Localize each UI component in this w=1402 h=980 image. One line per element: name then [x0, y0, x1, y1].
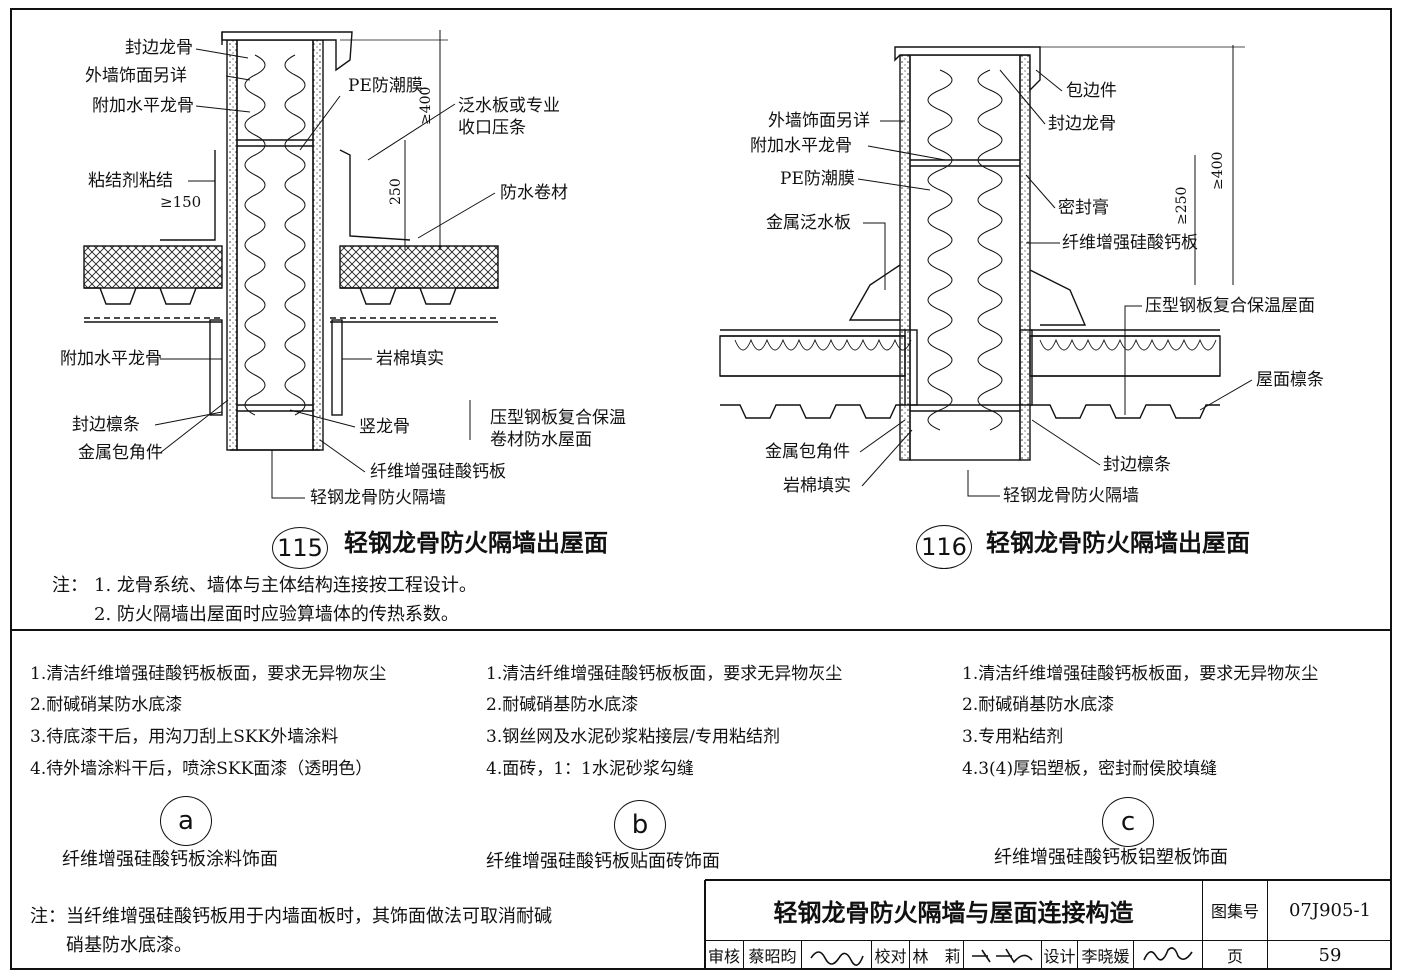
finish-b-step-3: 3.钢丝网及水泥砂浆粘接层/专用粘结剂	[486, 727, 780, 747]
label-116-metal-flashing: 金属泛水板	[766, 213, 851, 233]
finish-a-step-1: 1.清洁纤维增强硅酸钙板板面，要求无异物灰尘	[30, 664, 387, 684]
finish-a-step-2: 2.耐碱硝某防水底漆	[30, 695, 183, 715]
sheet-dividers	[10, 629, 1392, 970]
label-115-metal-corner: 金属包角件	[78, 443, 163, 463]
reviewer-name: 蔡昭昀	[743, 940, 801, 970]
reviewer-signature	[801, 940, 871, 970]
dimension-115-400: ≥400	[418, 86, 434, 125]
title-block: 轻钢龙骨防火隔墙与屋面连接构造 图集号 07J905-1 审核 蔡昭昀 校对 林…	[705, 880, 1392, 970]
label-116-facade: 外墙饰面另详	[768, 111, 870, 131]
label-115-pe-film: PE防潮膜	[348, 76, 423, 96]
detail-116-leaders	[857, 69, 1253, 497]
finish-b-step-1: 1.清洁纤维增强硅酸钙板板面，要求无异物灰尘	[486, 664, 843, 684]
dimension-116-400: ≥400	[1210, 151, 1226, 190]
finish-b-step-4: 4.面砖，1：1水泥砂浆勾缝	[486, 759, 694, 779]
designer-signature	[1133, 940, 1202, 970]
finish-c-step-3: 3.专用粘结剂	[962, 727, 1064, 747]
label-115-edge-keel: 封边龙骨	[125, 38, 193, 58]
finish-a-step-4: 4.待外墙涂料干后，喷涂SKK面漆（透明色）	[30, 759, 373, 779]
label-115-flashing-2: 收口压条	[458, 118, 526, 138]
check-label: 校对	[871, 940, 909, 970]
label-115-stud: 竖龙骨	[359, 417, 410, 437]
label-115-flashing: 泛水板或专业	[458, 96, 560, 116]
label-116-edge-purlin: 封边檩条	[1103, 455, 1171, 475]
label-115-adhesive: 粘结剂粘结	[88, 171, 173, 191]
label-116-sealant: 密封膏	[1058, 198, 1109, 218]
label-115-extra-keel-2: 附加水平龙骨	[60, 349, 162, 369]
title-block-rule	[705, 940, 1392, 941]
finish-a-letter: a	[160, 796, 212, 846]
finish-c-step-4: 4.3(4)厚铝塑板，密封耐侯胶填缝	[962, 759, 1218, 779]
label-115-edge-purlin: 封边檩条	[72, 415, 140, 435]
finish-b-step-2: 2.耐碱硝基防水底漆	[486, 695, 639, 715]
label-115-roof-2: 卷材防水屋面	[490, 430, 592, 450]
checker-name: 林 莉	[909, 940, 963, 970]
page-label: 页	[1202, 940, 1267, 970]
label-115-partition: 轻钢龙骨防火隔墙	[310, 488, 446, 508]
label-116-edge-piece: 包边件	[1066, 81, 1117, 101]
label-116-edge-keel: 封边龙骨	[1048, 114, 1116, 134]
detail-116-title: 轻钢龙骨防火隔墙出屋面	[986, 529, 1250, 557]
finish-c-letter: c	[1102, 797, 1154, 847]
notes-prefix: 注：	[52, 575, 88, 596]
drawing-title: 轻钢龙骨防火隔墙与屋面连接构造	[773, 898, 1134, 927]
label-116-roof: 压型钢板复合保温屋面	[1145, 296, 1315, 316]
designer-name: 李晓媛	[1077, 940, 1133, 970]
note-2: 2. 防火隔墙出屋面时应验算墙体的传热系数。	[94, 604, 459, 625]
detail-116-number: 116	[916, 525, 972, 569]
label-115-roof: 压型钢板复合保温	[490, 408, 626, 428]
atlas-label: 图集号	[1202, 880, 1267, 940]
label-115-fcs-board: 纤维增强硅酸钙板	[370, 462, 506, 482]
dimension-115-250: 250	[388, 178, 404, 205]
finish-b-title: 纤维增强硅酸钙板贴面砖饰面	[486, 851, 720, 872]
insulation-wave	[927, 69, 953, 431]
finish-a-step-3: 3.待底漆干后，用沟刀刮上SKK外墙涂料	[30, 727, 339, 747]
dimension-115-150: ≥150	[160, 193, 202, 211]
label-115-facade: 外墙饰面另详	[85, 66, 187, 86]
finish-a-title: 纤维增强硅酸钙板涂料饰面	[62, 849, 278, 870]
detail-116-drawing	[719, 45, 1245, 461]
label-116-rockwool: 岩棉填实	[783, 476, 851, 496]
review-label: 审核	[707, 947, 740, 966]
finish-c-title: 纤维增强硅酸钙板铝塑板饰面	[994, 847, 1228, 868]
label-116-partition: 轻钢龙骨防火隔墙	[1003, 486, 1139, 506]
label-115-rockwool: 岩棉填实	[376, 349, 444, 369]
design-label: 设计	[1041, 940, 1077, 970]
label-116-purlin: 屋面檩条	[1256, 370, 1324, 390]
label-115-membrane: 防水卷材	[500, 183, 568, 203]
label-116-metal-corner: 金属包角件	[765, 442, 850, 462]
drawing-sheet	[10, 8, 1392, 970]
label-116-extra-keel: 附加水平龙骨	[750, 136, 852, 156]
dimension-116-250: ≥250	[1174, 186, 1190, 225]
page-number: 59	[1267, 940, 1392, 970]
label-116-pe-film: PE防潮膜	[780, 169, 855, 189]
note-1: 1. 龙骨系统、墙体与主体结构连接按工程设计。	[94, 575, 477, 596]
label-115-extra-keel: 附加水平龙骨	[92, 96, 194, 116]
label-116-fcs-board: 纤维增强硅酸钙板	[1062, 233, 1198, 253]
atlas-number: 07J905-1	[1267, 880, 1392, 940]
insulation-wave	[244, 54, 266, 416]
finish-c-step-1: 1.清洁纤维增强硅酸钙板板面，要求无异物灰尘	[962, 664, 1319, 684]
checker-signature	[963, 940, 1041, 970]
detail-115-leaders	[154, 48, 496, 499]
detail-115-drawing	[83, 30, 499, 451]
bottom-note-line-1: 注：当纤维增强硅酸钙板用于内墙面板时，其饰面做法可取消耐碱	[30, 906, 552, 927]
detail-115-title: 轻钢龙骨防火隔墙出屋面	[344, 529, 608, 557]
bottom-note-line-2: 硝基防水底漆。	[66, 935, 192, 956]
finish-b-letter: b	[614, 800, 666, 850]
finish-c-step-2: 2.耐碱硝基防水底漆	[962, 695, 1115, 715]
detail-115-number: 115	[272, 527, 328, 569]
